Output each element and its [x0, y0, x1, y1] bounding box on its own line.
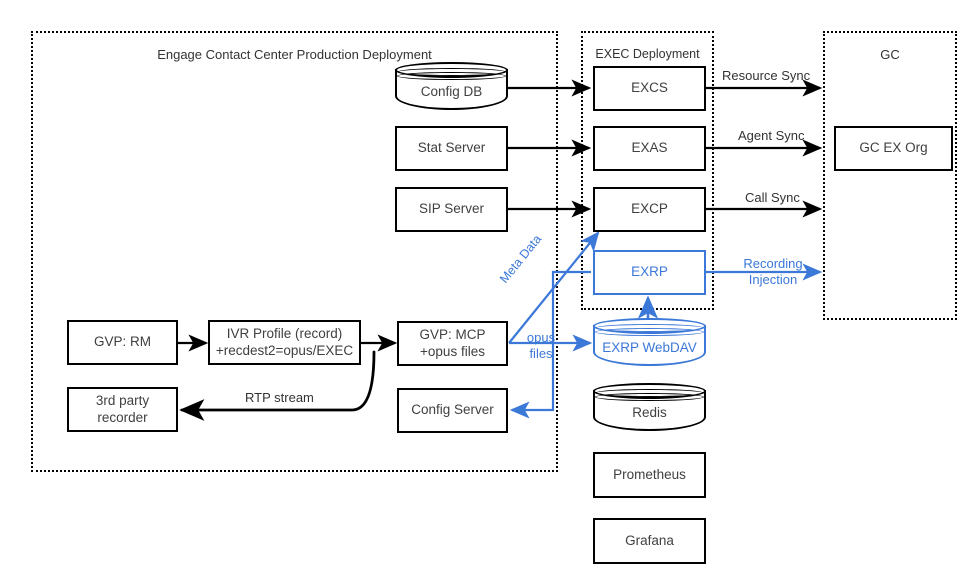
edge-label-resource-sync: Resource Sync	[722, 68, 811, 83]
node-exrp[interactable]: EXRP	[593, 250, 706, 295]
edge-label-recording-injection-line1: Recording	[743, 256, 803, 271]
cylinder-rib	[595, 393, 704, 401]
node-third-party-recorder[interactable]: 3rd party recorder	[67, 387, 178, 432]
edge-label-rtp-stream: RTP stream	[245, 390, 314, 405]
edge-label-opus-files-line1: opus	[526, 330, 556, 345]
cylinder-rib	[595, 328, 704, 336]
node-gvp-mcp-line2: +opus files	[420, 343, 485, 359]
group-exec-deployment-title: EXEC Deployment	[595, 47, 700, 61]
node-redis-label: Redis	[632, 404, 667, 420]
node-excp-label: EXCP	[631, 201, 668, 217]
node-ivr-profile[interactable]: IVR Profile (record) +recdest2=opus/EXEC	[208, 320, 361, 365]
edge-label-recording-injection: Recording Injection	[736, 256, 810, 287]
node-config-db[interactable]: Config DB	[395, 62, 508, 110]
node-excs-label: EXCS	[631, 80, 668, 96]
group-gc-title: GC	[880, 47, 900, 62]
group-gc: GC	[823, 31, 957, 320]
node-sip-server[interactable]: SIP Server	[395, 187, 508, 232]
node-gc-ex-org-label: GC EX Org	[859, 140, 928, 156]
edge-label-agent-sync: Agent Sync	[738, 128, 805, 143]
node-config-server[interactable]: Config Server	[397, 388, 508, 433]
edge-label-opus-files: opus files	[521, 330, 561, 361]
node-gc-ex-org[interactable]: GC EX Org	[834, 126, 953, 171]
node-ivr-profile-line1: IVR Profile (record)	[226, 325, 343, 341]
node-excp[interactable]: EXCP	[593, 187, 706, 232]
node-config-db-label: Config DB	[420, 83, 483, 99]
node-exrp-label: EXRP	[631, 264, 668, 280]
node-exas-label: EXAS	[631, 140, 668, 156]
edge-label-recording-injection-line2: Injection	[748, 271, 798, 287]
edge-label-opus-files-line2: files	[529, 345, 553, 361]
node-gvp-mcp-line1: GVP: MCP	[419, 326, 486, 342]
node-grafana[interactable]: Grafana	[593, 518, 706, 564]
edge-label-call-sync: Call Sync	[745, 190, 800, 205]
node-grafana-label: Grafana	[625, 532, 674, 548]
node-third-party-recorder-line1: 3rd party	[95, 392, 150, 408]
node-excs[interactable]: EXCS	[593, 66, 706, 111]
node-config-server-label: Config Server	[411, 402, 494, 418]
node-prometheus[interactable]: Prometheus	[593, 452, 706, 498]
node-ivr-profile-line2: +recdest2=opus/EXEC	[215, 342, 354, 358]
node-gvp-mcp[interactable]: GVP: MCP +opus files	[397, 321, 508, 366]
node-third-party-recorder-line2: recorder	[97, 409, 148, 425]
group-engage-contact-center-title: Engage Contact Center Production Deploym…	[157, 47, 432, 62]
node-gvp-rm[interactable]: GVP: RM	[67, 320, 178, 365]
node-sip-server-label: SIP Server	[418, 201, 485, 217]
group-engage-contact-center: Engage Contact Center Production Deploym…	[31, 31, 558, 472]
cylinder-rib	[397, 72, 506, 80]
node-exrp-webdav[interactable]: EXRP WebDAV	[593, 318, 706, 366]
node-prometheus-label: Prometheus	[613, 466, 686, 482]
node-exrp-webdav-label: EXRP WebDAV	[602, 339, 697, 355]
node-stat-server-label: Stat Server	[417, 140, 486, 156]
node-gvp-rm-label: GVP: RM	[93, 334, 151, 350]
node-redis[interactable]: Redis	[593, 383, 706, 431]
node-exas[interactable]: EXAS	[593, 126, 706, 171]
node-stat-server[interactable]: Stat Server	[395, 126, 508, 171]
